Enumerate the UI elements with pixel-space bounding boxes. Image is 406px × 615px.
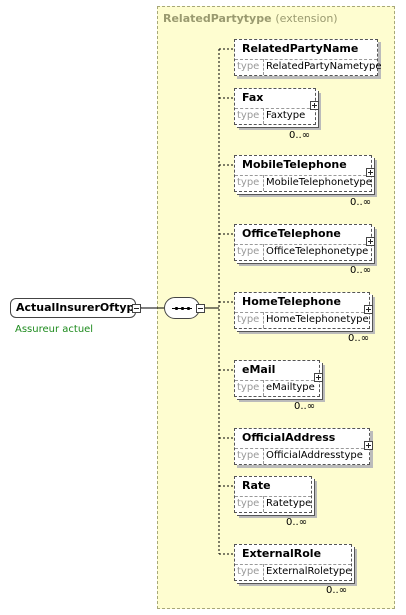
- type-divider: [263, 380, 264, 396]
- element-name: ExternalRole: [242, 547, 322, 560]
- element-divider: [235, 108, 315, 109]
- occurrence-label: 0..∞: [326, 585, 348, 596]
- element-type-name: Ratetype: [266, 498, 312, 509]
- sequence-collapse-toggle[interactable]: [196, 304, 205, 313]
- sequence-dot: [175, 307, 178, 310]
- type-divider: [263, 244, 264, 260]
- sequence-compositor[interactable]: [164, 297, 200, 319]
- element-divider: [235, 175, 371, 176]
- complex-type-qualifier: (extension): [275, 12, 338, 25]
- expand-toggle-officialaddress[interactable]: [364, 441, 373, 450]
- element-divider: [235, 564, 351, 565]
- element-name: HomeTelephone: [242, 295, 341, 308]
- root-collapse-toggle[interactable]: [132, 304, 141, 313]
- element-name: OfficeTelephone: [242, 227, 341, 240]
- expand-toggle-email[interactable]: [314, 373, 323, 382]
- type-keyword: type: [237, 110, 260, 121]
- type-keyword: type: [237, 382, 260, 393]
- occurrence-label: 0..∞: [286, 517, 308, 528]
- element-divider: [235, 380, 319, 381]
- expand-toggle-mobiletelephone[interactable]: [366, 168, 375, 177]
- element-type-name: MobileTelephonetype: [266, 177, 372, 188]
- sequence-dot: [187, 307, 190, 310]
- element-type-name: OfficeTelephonetype: [266, 246, 369, 257]
- element-type-name: Faxtype: [266, 110, 306, 121]
- occurrence-label: 0..∞: [289, 130, 311, 141]
- element-type-name: ExternalRoletype: [266, 566, 352, 577]
- expand-toggle-officetelephone[interactable]: [366, 237, 375, 246]
- element-name: Fax: [242, 91, 264, 104]
- occurrence-label: 0..∞: [348, 333, 370, 344]
- type-divider: [263, 496, 264, 512]
- type-keyword: type: [237, 177, 260, 188]
- type-keyword: type: [237, 498, 260, 509]
- type-keyword: type: [237, 450, 260, 461]
- sequence-dot: [181, 307, 184, 310]
- element-name: MobileTelephone: [242, 158, 347, 171]
- element-type-name: HomeTelephonetype: [266, 314, 369, 325]
- occurrence-label: 0..∞: [294, 401, 316, 412]
- element-divider: [235, 312, 369, 313]
- expand-toggle-hometelephone[interactable]: [364, 305, 373, 314]
- element-type-name: RelatedPartyNametype: [266, 61, 382, 72]
- type-divider: [263, 448, 264, 464]
- element-name: eMail: [242, 363, 276, 376]
- type-keyword: type: [237, 566, 260, 577]
- type-divider: [263, 59, 264, 75]
- expand-toggle-fax[interactable]: [310, 101, 319, 110]
- type-divider: [263, 175, 264, 191]
- root-element-name: ActualInsurerOftype: [16, 301, 142, 314]
- root-element-box[interactable]: ActualInsurerOftype: [10, 298, 142, 318]
- element-divider: [235, 448, 369, 449]
- element-type-name: eMailtype: [266, 382, 315, 393]
- type-keyword: type: [237, 314, 260, 325]
- occurrence-label: 0..∞: [350, 197, 372, 208]
- element-divider: [235, 244, 371, 245]
- type-divider: [263, 108, 264, 124]
- element-type-name: OfficialAddresstype: [266, 450, 363, 461]
- root-element-description: Assureur actuel: [15, 324, 94, 335]
- element-name: OfficialAddress: [242, 431, 336, 444]
- element-name: Rate: [242, 479, 271, 492]
- element-divider: [235, 496, 311, 497]
- element-name: RelatedPartyName: [242, 42, 359, 55]
- type-divider: [263, 564, 264, 580]
- sequence-branch-lines: [218, 48, 234, 555]
- complex-type-title: RelatedPartytype (extension): [163, 12, 338, 25]
- type-keyword: type: [237, 246, 260, 257]
- complex-type-name: RelatedPartytype: [163, 12, 272, 25]
- element-divider: [235, 59, 377, 60]
- occurrence-label: 0..∞: [350, 265, 372, 276]
- type-keyword: type: [237, 61, 260, 72]
- type-divider: [263, 312, 264, 328]
